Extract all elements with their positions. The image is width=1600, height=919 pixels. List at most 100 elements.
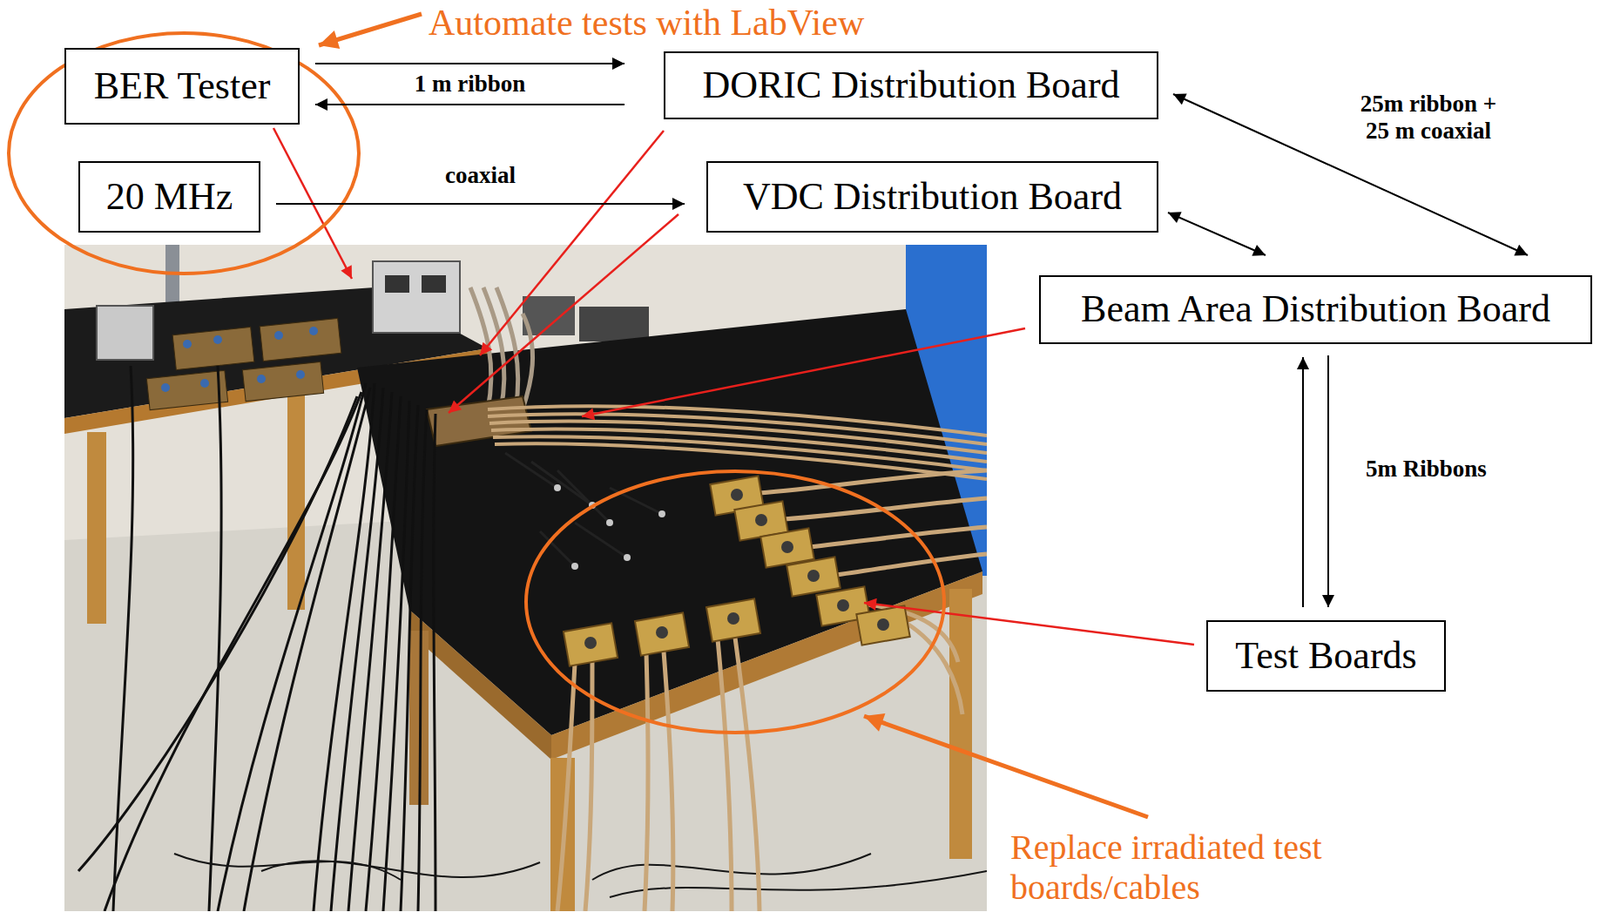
coax-cables <box>104 391 362 912</box>
wall <box>64 244 987 912</box>
coax-cables <box>418 409 427 912</box>
ber-tester-boards <box>146 317 341 410</box>
coax-cables <box>400 405 419 912</box>
coax-cables <box>209 365 222 912</box>
leader-lines <box>448 214 679 413</box>
chips <box>781 540 794 554</box>
chips <box>730 488 743 501</box>
coax-tips <box>658 510 666 518</box>
coax-stubs <box>574 522 628 558</box>
coax-stubs <box>609 487 662 514</box>
power-supply <box>372 261 460 333</box>
test-boards <box>563 622 618 666</box>
test-board-cables <box>585 661 593 912</box>
meter <box>384 275 410 293</box>
coax-cables <box>78 396 358 871</box>
chips <box>807 569 820 582</box>
box-label: DORIC Distribution Board <box>702 64 1120 107</box>
table-leg <box>287 391 305 610</box>
coax-cables <box>217 383 366 912</box>
coax-tips <box>553 484 561 492</box>
coax-tips <box>623 553 631 561</box>
ber-tester-boards <box>146 370 228 410</box>
callout-note: Replace irradiated test boards/cables <box>1010 827 1359 908</box>
test-board-cables <box>836 553 987 575</box>
process-box: Test Boards <box>1206 620 1446 692</box>
test-boards <box>706 598 761 642</box>
box-label: BER Tester <box>94 65 271 108</box>
chips <box>837 599 850 612</box>
connectors <box>274 330 284 340</box>
callout-arrows <box>318 13 1148 817</box>
test-boards <box>634 612 689 655</box>
connector-label: 1 m ribbon <box>414 70 527 98</box>
test-boards <box>856 605 910 645</box>
test-board-cables <box>644 653 649 912</box>
chips <box>655 626 669 639</box>
chips <box>584 488 890 649</box>
brick <box>579 306 649 342</box>
highlight-ellipses <box>526 471 945 733</box>
connector-arrow <box>1167 212 1266 256</box>
coax-cables <box>113 365 134 912</box>
coax-stubs <box>505 452 558 488</box>
ribbon-cables <box>496 287 519 410</box>
leader-lines <box>273 128 1195 645</box>
ber-tester-boards <box>242 361 324 401</box>
meter <box>421 275 446 293</box>
leader-lines <box>581 328 1026 417</box>
connector-label: 5m Ribbons <box>1365 455 1487 483</box>
chips <box>877 618 890 631</box>
test-board-cables <box>735 637 760 912</box>
test-boards <box>786 556 840 596</box>
table-leg <box>949 588 973 859</box>
connector-arrow <box>276 202 685 205</box>
connector-label: 25m ribbon + 25 m coaxial <box>1354 90 1503 145</box>
callout-arrows <box>864 715 1148 817</box>
connector-arrow <box>315 103 625 106</box>
chips <box>755 513 768 527</box>
highlight-ellipses <box>8 33 945 733</box>
connector-arrow <box>1302 357 1304 608</box>
ribbon-cables <box>522 313 534 410</box>
photo <box>64 244 987 912</box>
chips <box>727 612 740 625</box>
box-label: 20 MHz <box>106 175 233 218</box>
test-board-cables <box>557 663 575 912</box>
test-board-cables <box>557 470 987 912</box>
box-label: Test Boards <box>1235 634 1417 677</box>
coax-cables <box>330 387 384 912</box>
box-label: VDC Distribution Board <box>742 175 1122 218</box>
leader-lines <box>864 602 1195 645</box>
floor-cables <box>174 853 987 898</box>
ber-tester-boards <box>259 317 342 361</box>
callout-arrows <box>318 13 422 46</box>
test-board-cables <box>810 526 987 547</box>
connectors <box>296 370 305 379</box>
connectors <box>182 339 192 349</box>
power-supply <box>96 305 154 360</box>
connectors <box>256 374 266 384</box>
process-box: 20 MHz <box>78 161 261 233</box>
connector-arrow <box>1327 355 1330 608</box>
ber-tester-boards <box>172 326 255 370</box>
coax-cables <box>383 400 410 912</box>
test-boards <box>563 475 911 666</box>
process-box: BER Tester <box>64 47 300 125</box>
chips <box>584 636 597 649</box>
connectors <box>161 326 318 392</box>
coax-cables <box>365 396 401 912</box>
connector-label: coaxial <box>445 162 516 190</box>
connectors <box>213 335 223 345</box>
process-box: VDC Distribution Board <box>706 161 1159 233</box>
connectors <box>200 378 210 388</box>
coax-cables <box>243 387 371 912</box>
floor-cables <box>174 853 401 880</box>
coax-cables <box>78 365 436 912</box>
process-box: Beam Area Distribution Board <box>1039 275 1593 345</box>
floor-cables <box>609 870 987 898</box>
connector-arrow <box>315 62 625 65</box>
table-leg <box>87 432 107 624</box>
ribbon-cables <box>494 443 987 480</box>
